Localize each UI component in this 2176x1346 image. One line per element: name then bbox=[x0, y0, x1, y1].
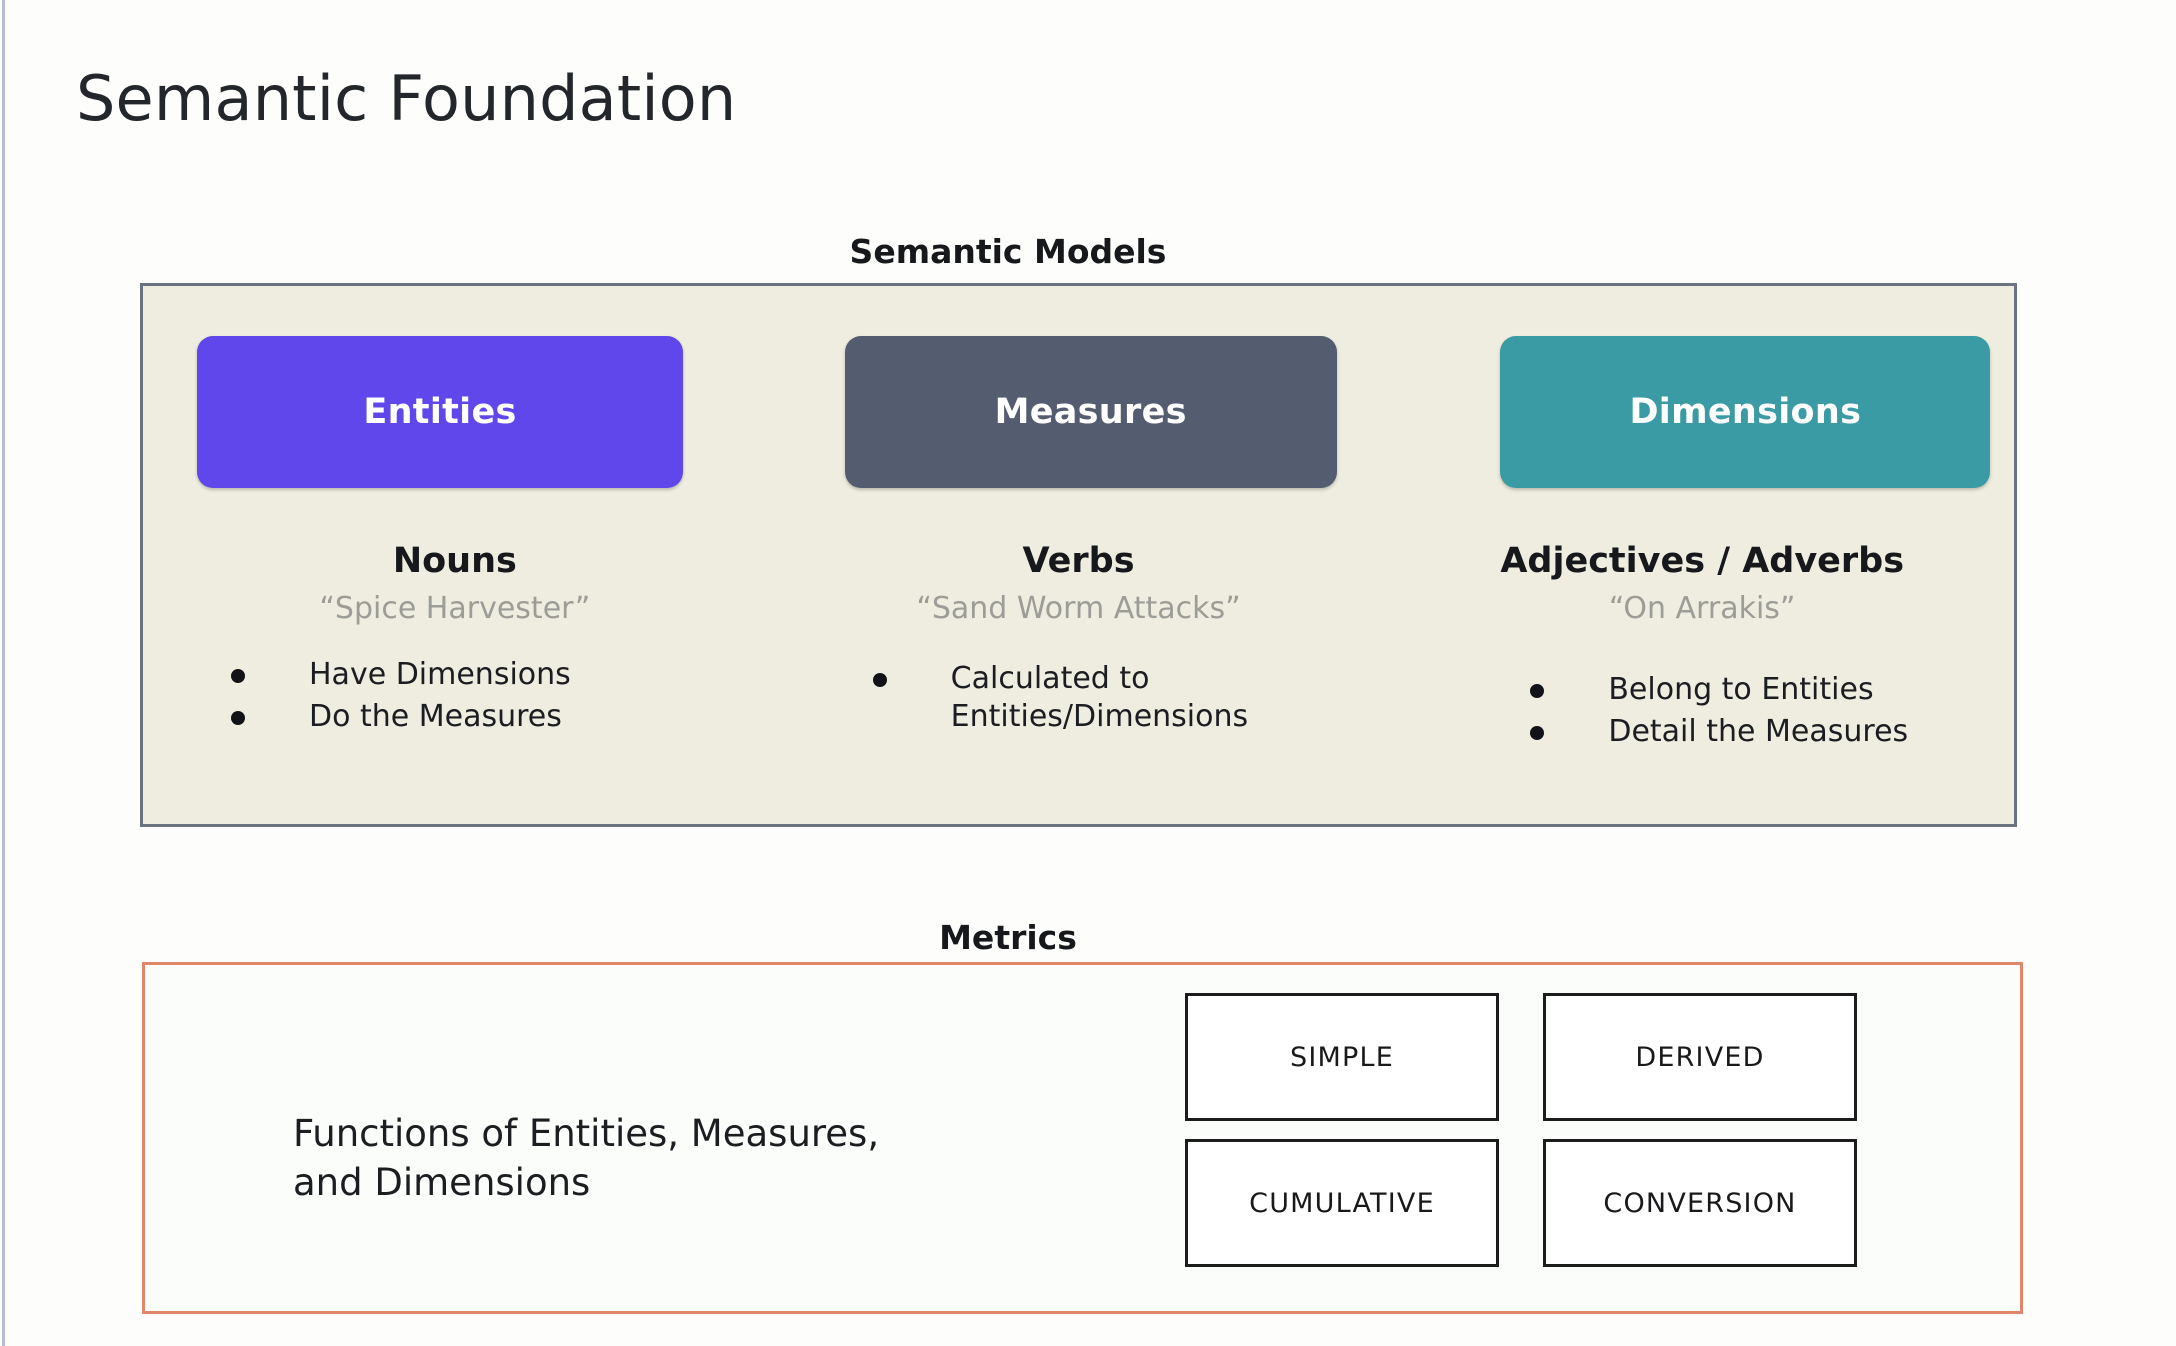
bullet-dot-icon bbox=[231, 711, 245, 726]
dimensions-bullet-list: Belong to Entities Detail the Measures bbox=[1530, 671, 1908, 756]
list-item-label: Have Dimensions bbox=[309, 657, 571, 692]
metrics-panel: Functions of Entities, Measures, and Dim… bbox=[142, 962, 2023, 1314]
entities-example: “Spice Harvester” bbox=[319, 591, 591, 626]
bullet-dot-icon bbox=[1530, 726, 1545, 741]
metrics-description: Functions of Entities, Measures, and Dim… bbox=[293, 1112, 880, 1204]
entities-part-of-speech: Nouns bbox=[392, 541, 517, 581]
metric-type-label: SIMPLE bbox=[1290, 1041, 1394, 1073]
list-item-label: Calculated to Entities/Dimensions bbox=[950, 661, 1249, 735]
semantic-column-entities: Entities Nouns “Spice Harvester” Have Di… bbox=[143, 286, 767, 824]
metric-type-conversion[interactable]: CONVERSION bbox=[1543, 1139, 1857, 1267]
measures-pill[interactable]: Measures bbox=[844, 336, 1337, 488]
bullet-dot-icon bbox=[1530, 684, 1545, 698]
dimensions-example: “On Arrakis” bbox=[1608, 591, 1796, 626]
entities-pill-label: Entities bbox=[363, 392, 517, 432]
metric-type-cumulative[interactable]: CUMULATIVE bbox=[1185, 1139, 1499, 1267]
entities-bullet-list: Have Dimensions Do the Measures bbox=[231, 656, 571, 741]
measures-example: “Sand Worm Attacks” bbox=[916, 591, 1241, 626]
list-item: Calculated to Entities/Dimensions bbox=[872, 660, 1249, 737]
metric-type-label: CUMULATIVE bbox=[1249, 1187, 1435, 1219]
dimensions-part-of-speech: Adjectives / Adverbs bbox=[1500, 541, 1905, 581]
list-item-label: Belong to Entities bbox=[1608, 672, 1874, 707]
page-title: Semantic Foundation bbox=[76, 62, 737, 135]
list-item: Belong to Entities bbox=[1530, 671, 1908, 709]
metric-type-simple[interactable]: SIMPLE bbox=[1185, 993, 1499, 1121]
list-item: Detail the Measures bbox=[1530, 713, 1908, 751]
semantic-column-measures: Measures Verbs “Sand Worm Attacks” Calcu… bbox=[767, 286, 1391, 824]
list-item-label: Detail the Measures bbox=[1608, 714, 1909, 750]
semantic-models-heading: Semantic Models bbox=[849, 232, 1167, 271]
bullet-dot-icon bbox=[872, 673, 887, 687]
semantic-column-dimensions: Dimensions Adjectives / Adverbs “On Arra… bbox=[1390, 286, 2014, 824]
measures-bullet-list: Calculated to Entities/Dimensions bbox=[872, 660, 1249, 741]
left-edge-rule bbox=[2, 0, 5, 1346]
list-item: Have Dimensions bbox=[231, 656, 571, 694]
metric-type-grid: SIMPLE DERIVED CUMULATIVE CONVERSION bbox=[1185, 993, 1875, 1267]
semantic-models-columns: Entities Nouns “Spice Harvester” Have Di… bbox=[143, 286, 2014, 824]
dimensions-pill[interactable]: Dimensions bbox=[1500, 336, 1991, 488]
measures-pill-label: Measures bbox=[994, 392, 1187, 432]
metric-type-derived[interactable]: DERIVED bbox=[1543, 993, 1857, 1121]
semantic-models-panel: Entities Nouns “Spice Harvester” Have Di… bbox=[140, 283, 2017, 827]
metric-type-label: DERIVED bbox=[1635, 1041, 1765, 1073]
metrics-heading: Metrics bbox=[939, 918, 1077, 957]
bullet-dot-icon bbox=[231, 669, 245, 683]
metric-type-label: CONVERSION bbox=[1603, 1187, 1797, 1219]
list-item-label: Do the Measures bbox=[309, 699, 562, 735]
entities-pill[interactable]: Entities bbox=[197, 336, 683, 488]
list-item: Do the Measures bbox=[231, 698, 571, 736]
dimensions-pill-label: Dimensions bbox=[1629, 392, 1862, 432]
measures-part-of-speech: Verbs bbox=[1022, 541, 1135, 581]
